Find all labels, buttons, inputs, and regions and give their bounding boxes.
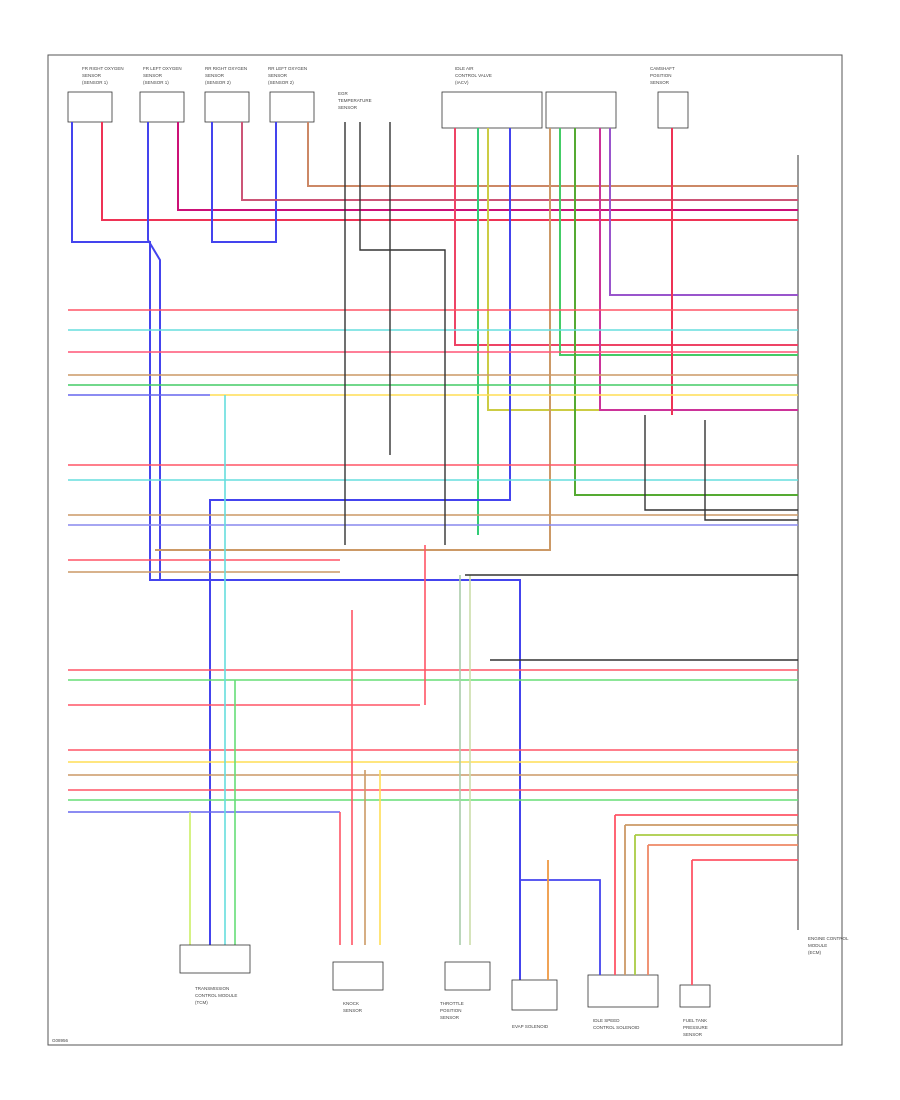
- idle-air-control-valve: IDLE AIR CONTROL VALVE (IACV): [441, 66, 617, 129]
- svg-text:EVAP SOLENOID: EVAP SOLENOID: [512, 1024, 549, 1029]
- knock-line2: SENSOR: [343, 1008, 363, 1013]
- cmp-line3: SENSOR: [650, 80, 670, 85]
- sensor-wires: [71, 122, 798, 980]
- svg-text:(IACV): (IACV): [455, 80, 469, 85]
- tps-line2: POSITION: [440, 1008, 462, 1013]
- svg-text:SENSOR: SENSOR: [143, 73, 163, 78]
- svg-text:CONTROL SOLENOID: CONTROL SOLENOID: [593, 1025, 640, 1030]
- svg-text:PRESSURE: PRESSURE: [683, 1025, 708, 1030]
- svg-text:SENSOR: SENSOR: [268, 73, 288, 78]
- svg-text:SENSOR: SENSOR: [82, 73, 102, 78]
- svg-text:CONTROL VALVE: CONTROL VALVE: [455, 73, 492, 78]
- ecm-line3: (ECM): [808, 950, 821, 955]
- iscs-line1: IDLE SPEED: [593, 1018, 620, 1023]
- tcm-line1: TRANSMISSION: [195, 986, 229, 991]
- knock-line1: KNOCK: [343, 1001, 359, 1006]
- svg-text:CONTROL MODULE: CONTROL MODULE: [195, 993, 237, 998]
- svg-text:FR LEFT OXYGEN: FR LEFT OXYGEN: [143, 66, 182, 71]
- sensor3-line2: SENSOR: [205, 73, 225, 78]
- svg-text:ENGINE CONTROL: ENGINE CONTROL: [808, 936, 849, 941]
- svg-text:SENSOR: SENSOR: [650, 80, 670, 85]
- knock-sensor: KNOCK SENSOR: [332, 961, 384, 1013]
- egr-temp-sensor: EGR TEMPERATURE SENSOR: [338, 91, 372, 110]
- svg-text:THROTTLE: THROTTLE: [440, 1001, 464, 1006]
- svg-text:TRANSMISSION: TRANSMISSION: [195, 986, 229, 991]
- svg-text:POSITION: POSITION: [440, 1008, 462, 1013]
- tcm-line3: (TCM): [195, 1000, 208, 1005]
- svg-text:RR LEFT OXYGEN: RR LEFT OXYGEN: [268, 66, 307, 71]
- svg-text:(ECM): (ECM): [808, 950, 821, 955]
- evap-line1: EVAP SOLENOID: [512, 1024, 549, 1029]
- svg-text:SENSOR: SENSOR: [343, 1008, 363, 1013]
- egr-line3: SENSOR: [338, 105, 358, 110]
- bottom-wires: [520, 814, 798, 985]
- svg-text:IDLE SPEED: IDLE SPEED: [593, 1018, 620, 1023]
- svg-text:SENSOR: SENSOR: [338, 105, 358, 110]
- svg-text:RR RIGHT OXYGEN: RR RIGHT OXYGEN: [205, 66, 247, 71]
- sensor2-line3: (SENSOR 1): [143, 80, 169, 85]
- cmp-line2: POSITION: [650, 73, 672, 78]
- egr-line2: TEMPERATURE: [338, 98, 372, 103]
- throttle-position-sensor: THROTTLE POSITION SENSOR: [440, 961, 491, 1020]
- svg-text:POSITION: POSITION: [650, 73, 672, 78]
- idle-speed-control-solenoid: IDLE SPEED CONTROL SOLENOID: [587, 974, 659, 1030]
- tcm-line2: CONTROL MODULE: [195, 993, 237, 998]
- oxygen-sensor-1: FR RIGHT OXYGEN SENSOR (SENSOR 1): [67, 66, 124, 123]
- evap-solenoid: EVAP SOLENOID: [511, 979, 558, 1029]
- oxygen-sensor-3: RR RIGHT OXYGEN SENSOR (SENSOR 2): [204, 66, 250, 123]
- camshaft-position-sensor: CAMSHAFT POSITION SENSOR: [650, 66, 689, 129]
- svg-text:SENSOR: SENSOR: [683, 1032, 703, 1037]
- fuel-tank-pressure-sensor: FUEL TANK PRESSURE SENSOR: [679, 984, 711, 1037]
- sensor3-line3: (SENSOR 2): [205, 80, 231, 85]
- sensor2-line2: SENSOR: [143, 73, 163, 78]
- sensor1-line3: (SENSOR 1): [82, 80, 108, 85]
- svg-text:FR RIGHT OXYGEN: FR RIGHT OXYGEN: [82, 66, 124, 71]
- cmp-line1: CAMSHAFT: [650, 66, 675, 71]
- sensor4-line2: SENSOR: [268, 73, 288, 78]
- iacv-line1: IDLE AIR: [455, 66, 474, 71]
- iacv-line3: (IACV): [455, 80, 469, 85]
- svg-text:CAMSHAFT: CAMSHAFT: [650, 66, 675, 71]
- ecm-line2: MODULE: [808, 943, 827, 948]
- sensor2-line1: FR LEFT OXYGEN: [143, 66, 182, 71]
- sensor1-line2: SENSOR: [82, 73, 102, 78]
- svg-text:SENSOR: SENSOR: [440, 1015, 460, 1020]
- oxygen-sensor-4: RR LEFT OXYGEN SENSOR (SENSOR 2): [268, 66, 315, 123]
- svg-text:SENSOR: SENSOR: [205, 73, 225, 78]
- svg-text:FUEL TANK: FUEL TANK: [683, 1018, 707, 1023]
- svg-text:(TCM): (TCM): [195, 1000, 208, 1005]
- oxygen-sensor-2: FR LEFT OXYGEN SENSOR (SENSOR 1): [139, 66, 185, 123]
- ecm-line1: ENGINE CONTROL: [808, 936, 849, 941]
- ground-wires: [344, 122, 798, 661]
- harness-wires: [68, 309, 798, 945]
- sensor4-line3: (SENSOR 2): [268, 80, 294, 85]
- ftp-line1: FUEL TANK: [683, 1018, 707, 1023]
- sensor3-line1: RR RIGHT OXYGEN: [205, 66, 247, 71]
- iacv-line2: CONTROL VALVE: [455, 73, 492, 78]
- engine-control-module: ENGINE CONTROL MODULE (ECM): [808, 936, 849, 955]
- iscs-line2: CONTROL SOLENOID: [593, 1025, 640, 1030]
- diagram-frame: [47, 54, 843, 1046]
- svg-text:(SENSOR 1): (SENSOR 1): [143, 80, 169, 85]
- sensor4-line1: RR LEFT OXYGEN: [268, 66, 307, 71]
- svg-text:IDLE AIR: IDLE AIR: [455, 66, 474, 71]
- egr-line1: EGR: [338, 91, 349, 96]
- svg-text:(SENSOR 2): (SENSOR 2): [205, 80, 231, 85]
- svg-text:(SENSOR 2): (SENSOR 2): [268, 80, 294, 85]
- svg-text:MODULE: MODULE: [808, 943, 827, 948]
- sensor1-line1: FR RIGHT OXYGEN: [82, 66, 124, 71]
- ftp-line3: SENSOR: [683, 1032, 703, 1037]
- tps-line3: SENSOR: [440, 1015, 460, 1020]
- footer-code: G08956: [52, 1038, 69, 1043]
- svg-text:(SENSOR 1): (SENSOR 1): [82, 80, 108, 85]
- svg-text:TEMPERATURE: TEMPERATURE: [338, 98, 372, 103]
- svg-text:EGR: EGR: [338, 91, 349, 96]
- ftp-line2: PRESSURE: [683, 1025, 708, 1030]
- svg-text:KNOCK: KNOCK: [343, 1001, 359, 1006]
- tps-line1: THROTTLE: [440, 1001, 464, 1006]
- transmission-control-module: TRANSMISSION CONTROL MODULE (TCM): [179, 944, 251, 1005]
